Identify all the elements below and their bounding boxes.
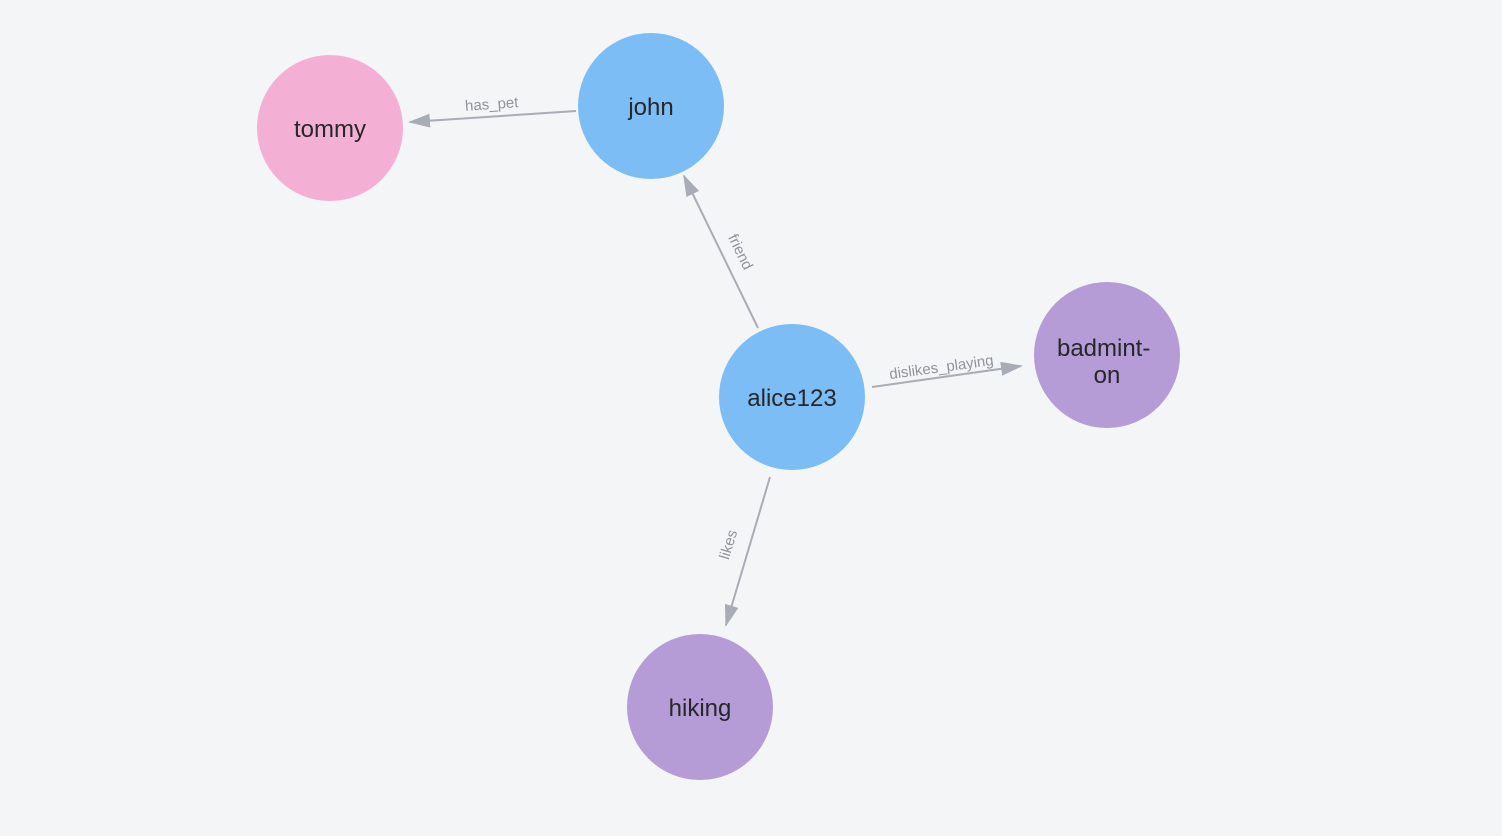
node-label-badminton: badmint- on <box>1057 335 1157 389</box>
node-john[interactable]: john <box>578 33 724 179</box>
edge-line-has-pet[interactable] <box>408 110 577 128</box>
node-label-alice123: alice123 <box>747 385 836 412</box>
node-circle-badminton[interactable] <box>1034 282 1180 428</box>
node-label-badminton-line2: on <box>1094 362 1121 389</box>
edge-line-likes[interactable] <box>724 476 771 627</box>
node-label-badminton-line1: badmint- <box>1057 335 1150 362</box>
node-label-john: john <box>627 94 673 121</box>
node-circle-alice123[interactable] <box>719 324 865 470</box>
node-badminton[interactable]: badmint- on <box>1034 282 1180 428</box>
node-circle-john[interactable] <box>578 33 724 179</box>
node-circle-hiking[interactable] <box>627 634 773 780</box>
node-label-hiking: hiking <box>669 695 732 722</box>
edge-label-has-pet: has_pet <box>464 94 519 115</box>
node-layer: tommy john alice123 badmint- on hiking <box>257 33 1180 780</box>
edge-has-pet[interactable]: has_pet <box>408 94 577 128</box>
edge-line-dislikes-playing[interactable] <box>871 361 1023 388</box>
node-label-tommy: tommy <box>294 116 366 143</box>
node-alice123[interactable]: alice123 <box>719 324 865 470</box>
edge-line-friend[interactable] <box>683 174 759 329</box>
node-hiking[interactable]: hiking <box>627 634 773 780</box>
node-tommy[interactable]: tommy <box>257 55 403 201</box>
node-circle-tommy[interactable] <box>257 55 403 201</box>
